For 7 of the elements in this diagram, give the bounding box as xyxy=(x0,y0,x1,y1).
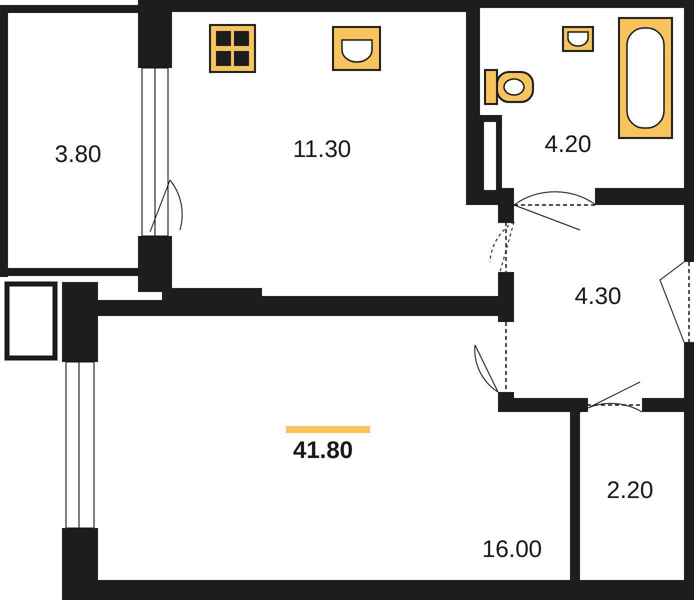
room-area-label: 2.20 xyxy=(606,477,654,505)
total-area-label: 41.80 xyxy=(292,437,354,465)
room-area-label: 3.80 xyxy=(54,141,102,169)
room-area-label: 4.20 xyxy=(544,131,592,159)
room-area-label: 11.30 xyxy=(292,136,352,164)
room-area-label: 4.30 xyxy=(574,283,622,311)
room-area-label: 16.00 xyxy=(482,536,542,564)
